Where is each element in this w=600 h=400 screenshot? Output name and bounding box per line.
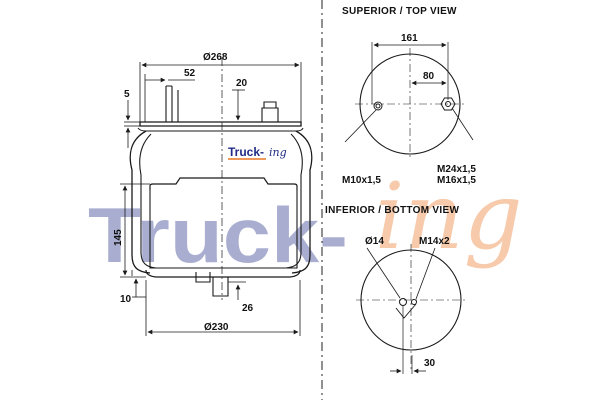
bottom-nut: [195, 272, 211, 283]
logo: Truck- ing: [228, 145, 287, 160]
label-diameter-230: Ø230: [204, 322, 229, 333]
label-80: 80: [423, 71, 435, 82]
label-m24: M24x1,5: [437, 164, 476, 175]
label-10: 10: [120, 294, 132, 305]
label-5: 5: [124, 89, 130, 100]
bellow-inner-left: [139, 133, 157, 269]
label-diameter-14: Ø14: [365, 236, 384, 247]
label-20: 20: [236, 78, 248, 89]
top-view-nut-right: [440, 97, 456, 111]
top-view-header: SUPERIOR / TOP VIEW: [342, 6, 457, 17]
leader-m24: [451, 107, 474, 141]
leader-m10: [344, 109, 377, 143]
watermark: Truck- ing: [88, 163, 523, 279]
label-diameter-268: Ø268: [203, 52, 228, 63]
piston-body: [149, 190, 298, 269]
top-view-nut-right-hole: [445, 101, 451, 107]
leader-m14: [415, 247, 436, 300]
top-view: [344, 42, 474, 160]
top-plate: [139, 121, 302, 127]
logo-main-text: Truck-: [228, 145, 264, 159]
label-145: 145: [113, 229, 124, 246]
bellow-inner-right: [285, 133, 303, 269]
bottom-view: [356, 244, 466, 374]
top-view-stud-left: [373, 101, 383, 111]
label-161: 161: [401, 33, 418, 44]
side-view: [129, 58, 313, 300]
label-m16: M16x1,5: [437, 175, 476, 186]
piston-base: [145, 269, 301, 278]
top-nut: [261, 107, 279, 122]
watermark-main-text: Truck-: [88, 191, 348, 279]
bottom-stud: [212, 277, 229, 297]
label-m14: M14x2: [419, 236, 450, 247]
air-stud: [165, 85, 173, 122]
bottom-view-slot: [395, 303, 417, 319]
side-view-dimensions: [120, 62, 302, 336]
bottom-view-header: INFERIOR / BOTTOM VIEW: [325, 205, 459, 216]
top-bead: [137, 127, 304, 132]
logo-script-text: ing: [269, 146, 287, 159]
label-m10: M10x1,5: [342, 175, 381, 186]
bellow-outer-right: [291, 130, 313, 274]
label-26: 26: [242, 303, 254, 314]
bellow-outer-left: [129, 130, 151, 274]
top-nut-head: [263, 101, 277, 108]
bottom-view-stud: [411, 299, 417, 305]
bottom-view-hole: [399, 298, 407, 306]
label-52: 52: [184, 68, 196, 79]
leader-14: [366, 247, 401, 299]
piston-top: [149, 177, 298, 190]
top-view-stud-left-inner: [375, 103, 381, 109]
label-30: 30: [424, 358, 436, 369]
watermark-script-text: ing: [375, 163, 523, 270]
